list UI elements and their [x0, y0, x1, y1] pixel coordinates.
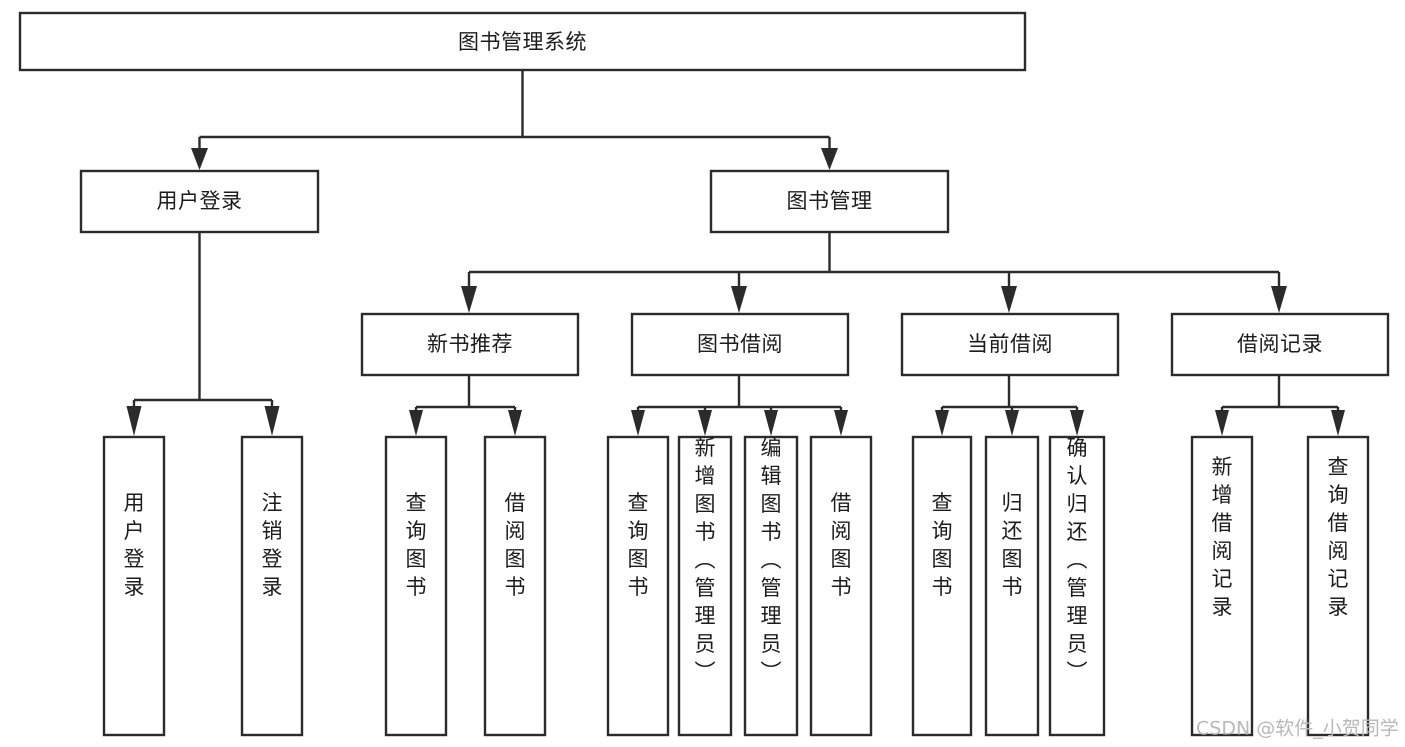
arrow-new-book-leaf-2 — [508, 410, 522, 436]
node-user-login[interactable]: 用户登录 — [79, 169, 320, 234]
leaf-edit-book-admin-label: 编辑图书︵管理员︶ — [761, 436, 782, 684]
arrow-root-to-book-mgmt — [821, 148, 838, 170]
leaf-borrow-book-2-label: 借阅图书 — [831, 491, 852, 599]
node-root[interactable]: 图书管理系统 — [18, 11, 1027, 72]
node-user-login-label: 用户登录 — [157, 189, 243, 213]
node-root-label: 图书管理系统 — [458, 30, 587, 54]
arrow-root-to-user-login — [191, 148, 208, 170]
leaf-logout-box[interactable] — [240, 435, 304, 737]
arrow-book-mgmt-to-current — [1001, 286, 1017, 313]
leaf-add-book-admin-label: 新增图书︵管理员︶ — [695, 436, 716, 684]
arrow-user-login-leaf-2 — [264, 406, 280, 436]
leaf-query-book-1-label: 查询图书 — [406, 491, 427, 599]
leaf-confirm-return-admin-label: 确认归还︵管理员︶ — [1067, 436, 1088, 684]
arrow-record-leaf-1 — [1215, 410, 1229, 436]
leaf-node-user-login[interactable]: 用户登录 — [102, 435, 166, 737]
leaf-add-borrow-record-box[interactable] — [1190, 435, 1254, 737]
leaf-node-query-book-1[interactable]: 查询图书 — [384, 435, 448, 737]
leaf-query-book-3-label: 查询图书 — [932, 491, 953, 599]
arrow-current-leaf-2 — [1005, 410, 1019, 436]
leaf-query-borrow-record-label: 查询借阅记录 — [1328, 455, 1349, 619]
arrow-borrow-leaf-3 — [764, 410, 778, 436]
node-new-book-recommend[interactable]: 新书推荐 — [360, 312, 580, 377]
node-current-borrow-box[interactable] — [900, 312, 1120, 377]
csdn-watermark: CSDN @软件_小贺同学 — [1196, 718, 1399, 740]
leaf-query-book-2-box[interactable] — [606, 435, 670, 737]
arrow-borrow-leaf-1 — [631, 410, 645, 436]
leaf-node-query-book-2[interactable]: 查询图书 — [606, 435, 670, 737]
leaf-node-edit-book-admin[interactable]: 编辑图书︵管理员︶ — [743, 435, 799, 737]
leaf-node-query-book-3[interactable]: 查询图书 — [911, 435, 973, 737]
arrow-current-leaf-3 — [1070, 410, 1084, 436]
node-book-management-box[interactable] — [709, 169, 950, 234]
leaf-query-book-2-label: 查询图书 — [628, 491, 649, 599]
arrow-book-mgmt-to-new-book — [461, 286, 477, 313]
leaf-node-return-book[interactable]: 归还图书 — [984, 435, 1040, 737]
arrow-borrow-leaf-2 — [698, 410, 712, 436]
leaf-node-logout[interactable]: 注销登录 — [240, 435, 304, 737]
node-new-book-recommend-box[interactable] — [360, 312, 580, 377]
node-book-borrow-box[interactable] — [630, 312, 850, 377]
leaf-logout-label: 注销登录 — [262, 491, 283, 599]
arrow-book-mgmt-to-borrow — [731, 286, 747, 313]
arrow-user-login-leaf-1 — [126, 406, 142, 436]
node-borrow-record[interactable]: 借阅记录 — [1170, 312, 1390, 377]
leaf-node-borrow-book-1[interactable]: 借阅图书 — [483, 435, 547, 737]
arrow-book-mgmt-to-record — [1271, 286, 1287, 313]
leaf-node-confirm-return-admin[interactable]: 确认归还︵管理员︶ — [1048, 435, 1106, 737]
arrow-new-book-leaf-1 — [409, 410, 423, 436]
node-book-borrow[interactable]: 图书借阅 — [630, 312, 850, 377]
leaf-edit-book-admin-box[interactable] — [743, 435, 799, 737]
leaf-return-book-box[interactable] — [984, 435, 1040, 737]
node-root-box[interactable] — [18, 11, 1027, 72]
leaf-query-borrow-record-box[interactable] — [1306, 435, 1370, 737]
node-book-management-label: 图书管理 — [787, 189, 873, 213]
leaf-node-add-borrow-record[interactable]: 新增借阅记录 — [1190, 435, 1254, 737]
leaf-user-login-box[interactable] — [102, 435, 166, 737]
arrow-record-leaf-2 — [1331, 410, 1345, 436]
leaf-node-borrow-book-2[interactable]: 借阅图书 — [809, 435, 873, 737]
leaf-borrow-book-1-box[interactable] — [483, 435, 547, 737]
leaf-return-book-label: 归还图书 — [1002, 491, 1023, 599]
leaf-confirm-return-admin-box[interactable] — [1048, 435, 1106, 737]
leaf-borrow-book-2-box[interactable] — [809, 435, 873, 737]
node-borrow-record-box[interactable] — [1170, 312, 1390, 377]
node-book-management[interactable]: 图书管理 — [709, 169, 950, 234]
leaf-user-login-label: 用户登录 — [124, 491, 145, 599]
leaf-node-add-book-admin[interactable]: 新增图书︵管理员︶ — [677, 435, 733, 737]
leaf-node-query-borrow-record[interactable]: 查询借阅记录 — [1306, 435, 1370, 737]
node-borrow-record-label: 借阅记录 — [1237, 332, 1323, 356]
node-user-login-box[interactable] — [79, 169, 320, 234]
node-current-borrow[interactable]: 当前借阅 — [900, 312, 1120, 377]
leaf-query-book-1-box[interactable] — [384, 435, 448, 737]
arrow-borrow-leaf-4 — [834, 410, 848, 436]
node-book-borrow-label: 图书借阅 — [697, 332, 783, 356]
node-current-borrow-label: 当前借阅 — [967, 332, 1053, 356]
leaf-add-borrow-record-label: 新增借阅记录 — [1212, 455, 1233, 619]
leaf-add-book-admin-box[interactable] — [677, 435, 733, 737]
leaf-query-book-3-box[interactable] — [911, 435, 973, 737]
node-new-book-recommend-label: 新书推荐 — [427, 332, 513, 356]
arrow-current-leaf-1 — [935, 410, 949, 436]
connector-layer — [126, 70, 1345, 436]
leaf-borrow-book-1-label: 借阅图书 — [505, 491, 526, 599]
